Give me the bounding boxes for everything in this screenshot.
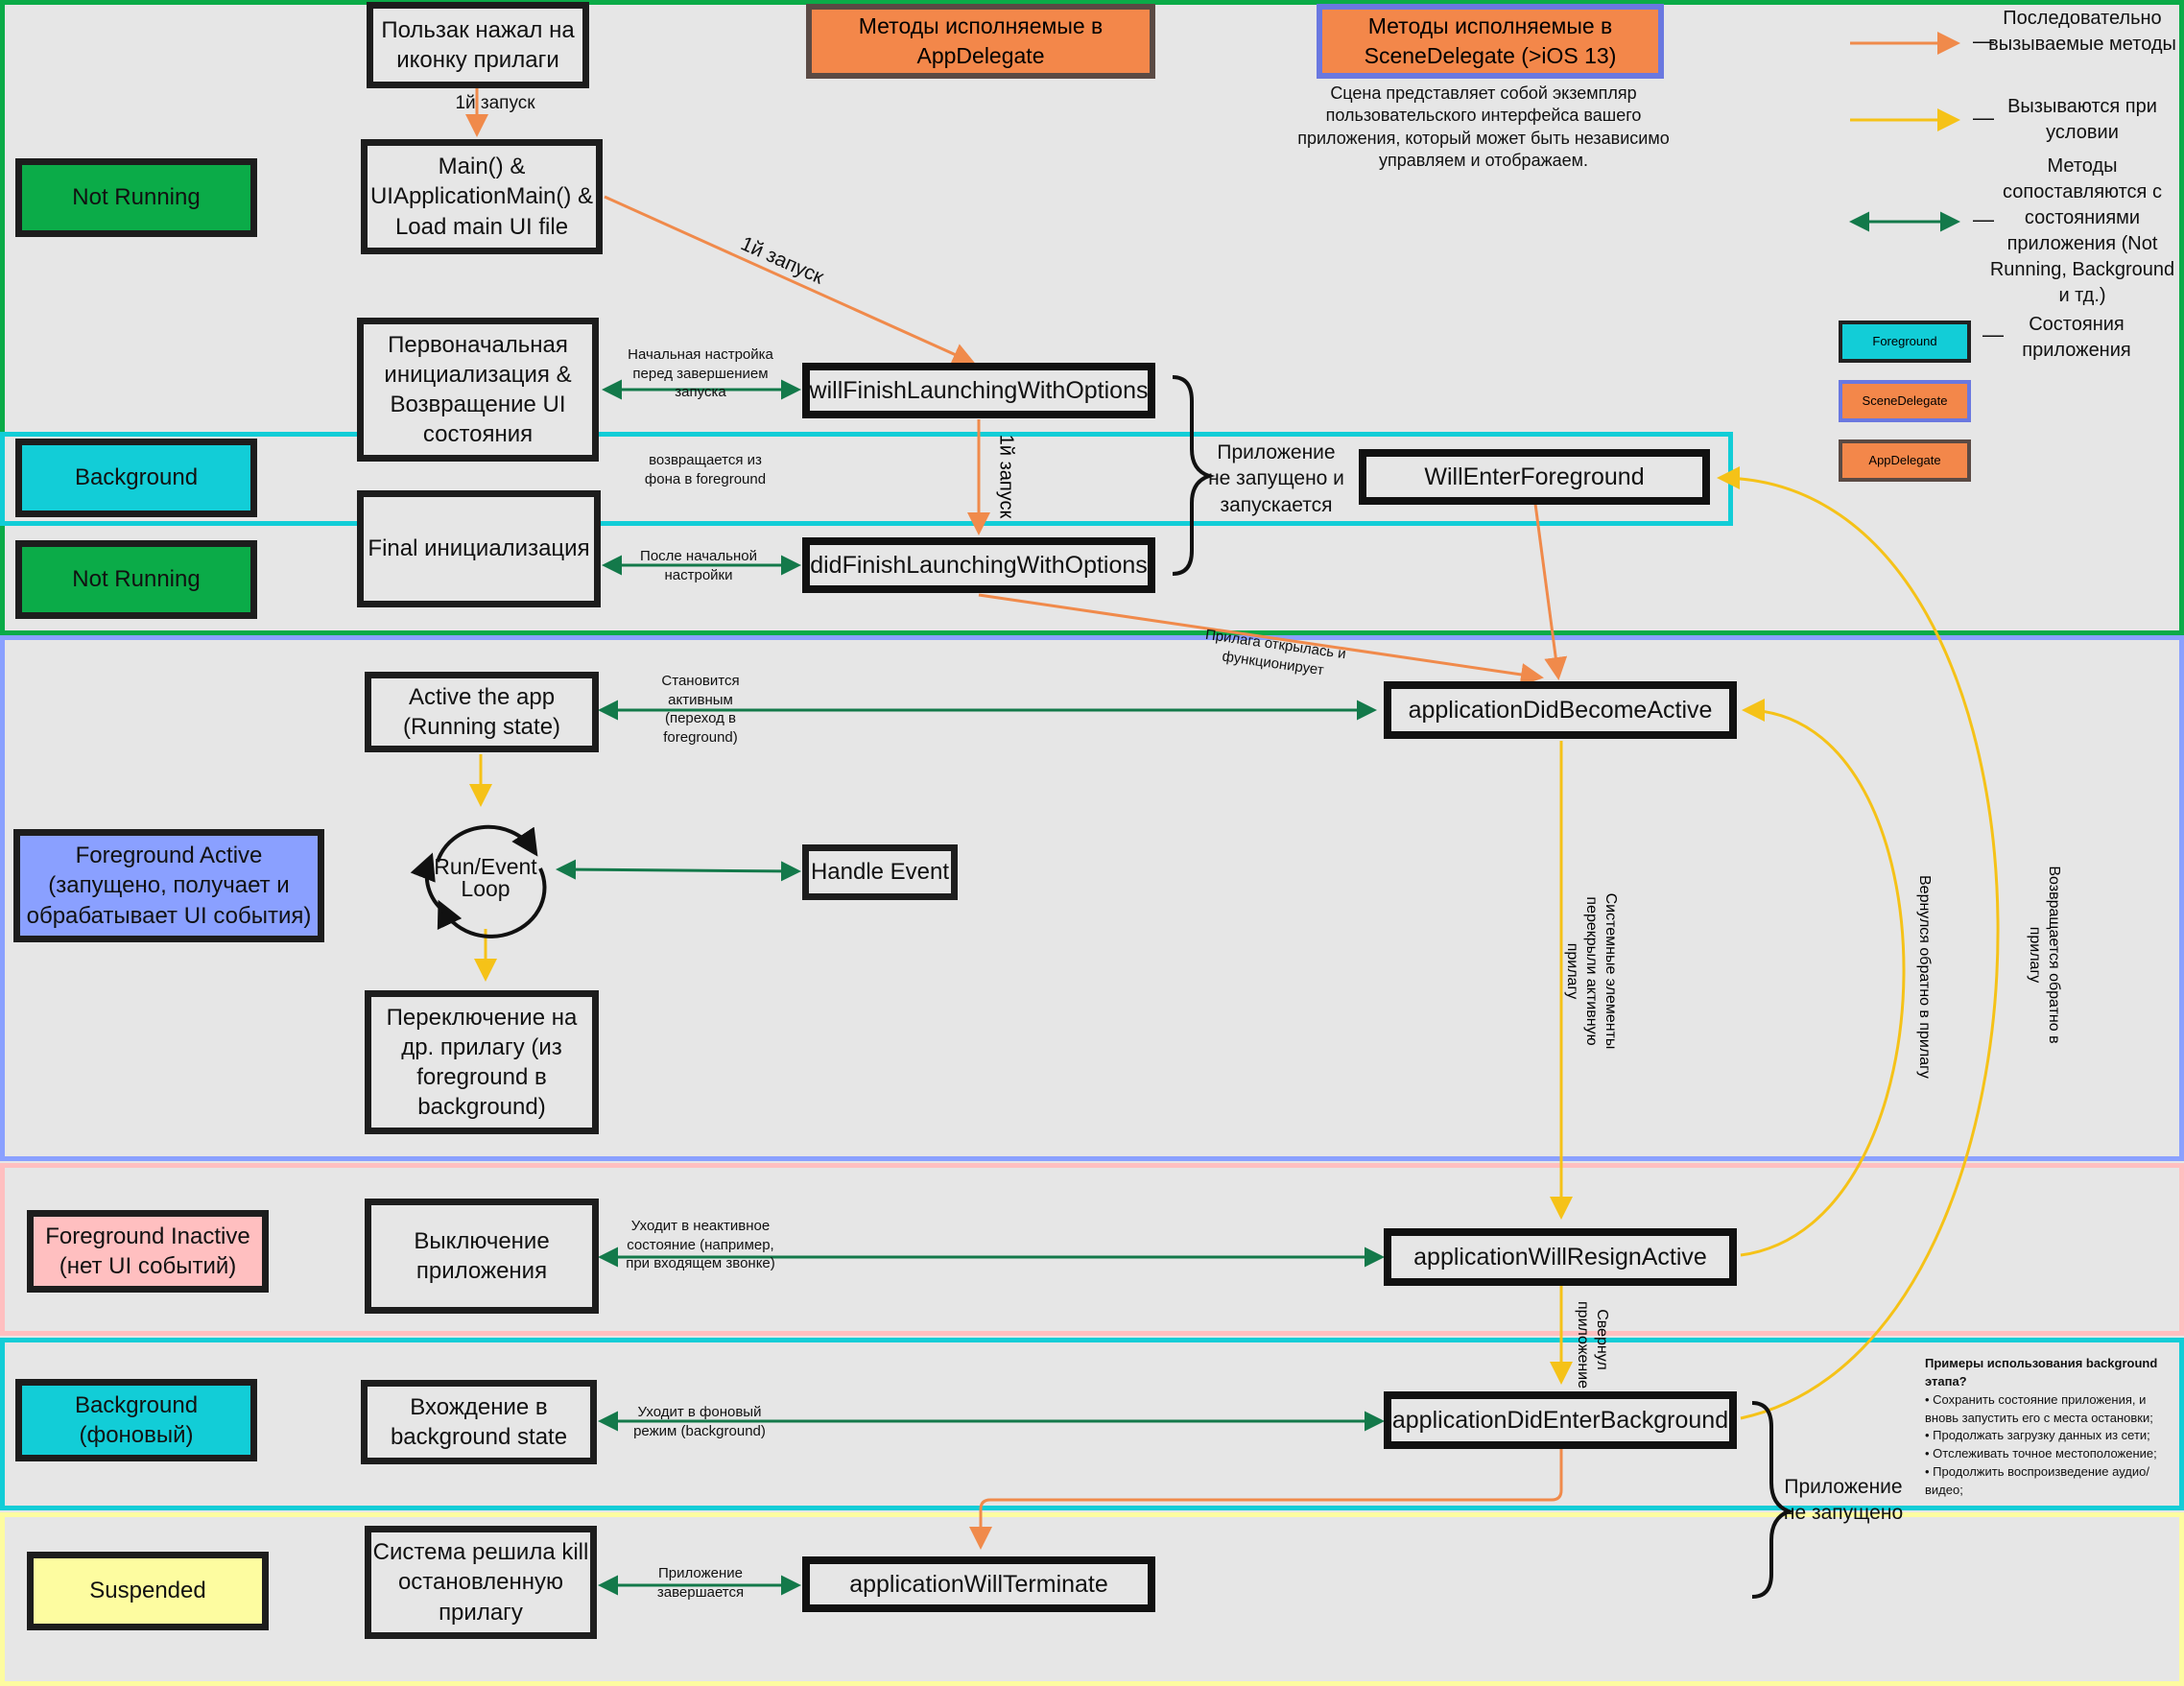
appdelegate-header: Методы исполняемые в AppDelegate xyxy=(806,4,1155,79)
node-system-kill: Система решила kill остановленную прилаг… xyxy=(365,1526,597,1639)
node-switch-app: Переключение на др. прилагу (из foregrou… xyxy=(365,990,599,1134)
method-did-finish-launching: didFinishLaunchingWithOptions xyxy=(802,537,1155,593)
state-foreground-active: Foreground Active (запущено, получает и … xyxy=(13,829,324,942)
legend-orange-text: Последовательно вызываемые методы xyxy=(1988,8,2176,55)
node-enter-background: Вхождение в background state xyxy=(361,1380,597,1464)
state-not-running: Not Running xyxy=(15,158,257,237)
label-not-launched-top: Приложение не запущено и запускается xyxy=(1208,441,1344,516)
background-examples-note: Примеры использования background этапа? … xyxy=(1925,1355,2178,1500)
node-shutdown: Выключение приложения xyxy=(365,1199,599,1314)
node-run-loop: Run/Event Loop xyxy=(434,854,537,901)
node-active-app: Active the app (Running state) xyxy=(365,672,599,752)
label-becomes-active: Становится активным (переход в foregroun… xyxy=(661,673,740,746)
node-user-tap: Пользак нажал на иконку прилаги xyxy=(367,2,589,88)
state-background-2: Background (фоновый) xyxy=(15,1379,257,1461)
label-system-elements: Системные элементы перекрыли активную пр… xyxy=(1564,892,1619,1050)
legend-dash-yellow: — xyxy=(1973,106,1994,130)
background-example-item: • Отслеживать точное местоположение; xyxy=(1925,1446,2157,1461)
background-examples-title: Примеры использования background этапа? xyxy=(1925,1356,2158,1389)
method-will-finish-launching: willFinishLaunchingWithOptions xyxy=(802,363,1155,418)
state-background: Background xyxy=(15,439,257,517)
scenedelegate-header: Методы исполняемые в SceneDelegate (>iOS… xyxy=(1317,4,1664,79)
method-did-enter-background: applicationDidEnterBackground xyxy=(1384,1391,1737,1449)
label-first-launch-a: 1й запуск xyxy=(455,93,535,113)
legend-dash-states: — xyxy=(1982,322,2004,346)
legend-yellow-text: Вызываются при условии xyxy=(2007,96,2157,143)
label-goes-background: Уходит в фоновый режим (background) xyxy=(633,1404,766,1439)
node-handle-event: Handle Event xyxy=(802,844,958,900)
legend-states-text: Состояния приложения xyxy=(2022,314,2131,361)
label-initial-setup: Начальная настройка перед завершением за… xyxy=(628,346,773,400)
node-final-init: Final инициализация xyxy=(357,490,601,607)
label-terminating: Приложение завершается xyxy=(656,1565,745,1601)
label-minimized: Свернул приложение xyxy=(1575,1301,1610,1389)
label-returns-back: Возвращается обратно в прилагу xyxy=(2027,866,2062,1044)
zone-foreground-active xyxy=(0,635,2184,1161)
legend-green-text: Методы сопоставляются с состояниями прил… xyxy=(1989,155,2175,306)
legend-dash-orange: — xyxy=(1973,29,1994,53)
background-example-item: • Сохранить состояние приложения, и внов… xyxy=(1925,1391,2153,1425)
legend-dash-green: — xyxy=(1973,207,1994,231)
background-example-item: • Продолжить воспроизведение аудио/видео… xyxy=(1925,1464,2149,1497)
zone-foreground-inactive xyxy=(0,1163,2184,1336)
legend-swatch-foreground: Foreground xyxy=(1839,321,1971,363)
scene-description: Сцена представляет собой экземпляр польз… xyxy=(1297,83,1670,171)
label-goes-inactive: Уходит в неактивное состояние (например,… xyxy=(626,1218,775,1271)
method-will-terminate: applicationWillTerminate xyxy=(802,1556,1155,1612)
legend-swatch-scenedelegate: SceneDelegate xyxy=(1839,380,1971,422)
label-after-initial: После начальной настройки xyxy=(640,548,757,583)
state-not-running-2: Not Running xyxy=(15,540,257,619)
background-example-item: • Продолжать загрузку данных из сети; xyxy=(1925,1428,2150,1443)
method-will-resign-active: applicationWillResignActive xyxy=(1384,1228,1737,1286)
node-initial-init: Первоначальная инициализация & Возвращен… xyxy=(357,318,599,462)
label-returned-back: Вернулся обратно в прилагу xyxy=(1916,875,1933,1079)
label-not-launched-bottom: Приложение не запущено xyxy=(1783,1476,1904,1525)
state-foreground-inactive: Foreground Inactive (нет UI событий) xyxy=(27,1210,269,1293)
node-main: Main() & UIApplicationMain() & Load main… xyxy=(361,139,603,254)
method-will-enter-foreground: WillEnterForeground xyxy=(1359,449,1710,505)
method-did-become-active: applicationDidBecomeActive xyxy=(1384,681,1737,739)
state-suspended: Suspended xyxy=(27,1552,269,1630)
legend-swatch-appdelegate: AppDelegate xyxy=(1839,439,1971,482)
label-returns-from-bg: возвращается из фона в foreground xyxy=(644,452,767,487)
label-first-launch-c: 1й запуск xyxy=(995,434,1017,519)
